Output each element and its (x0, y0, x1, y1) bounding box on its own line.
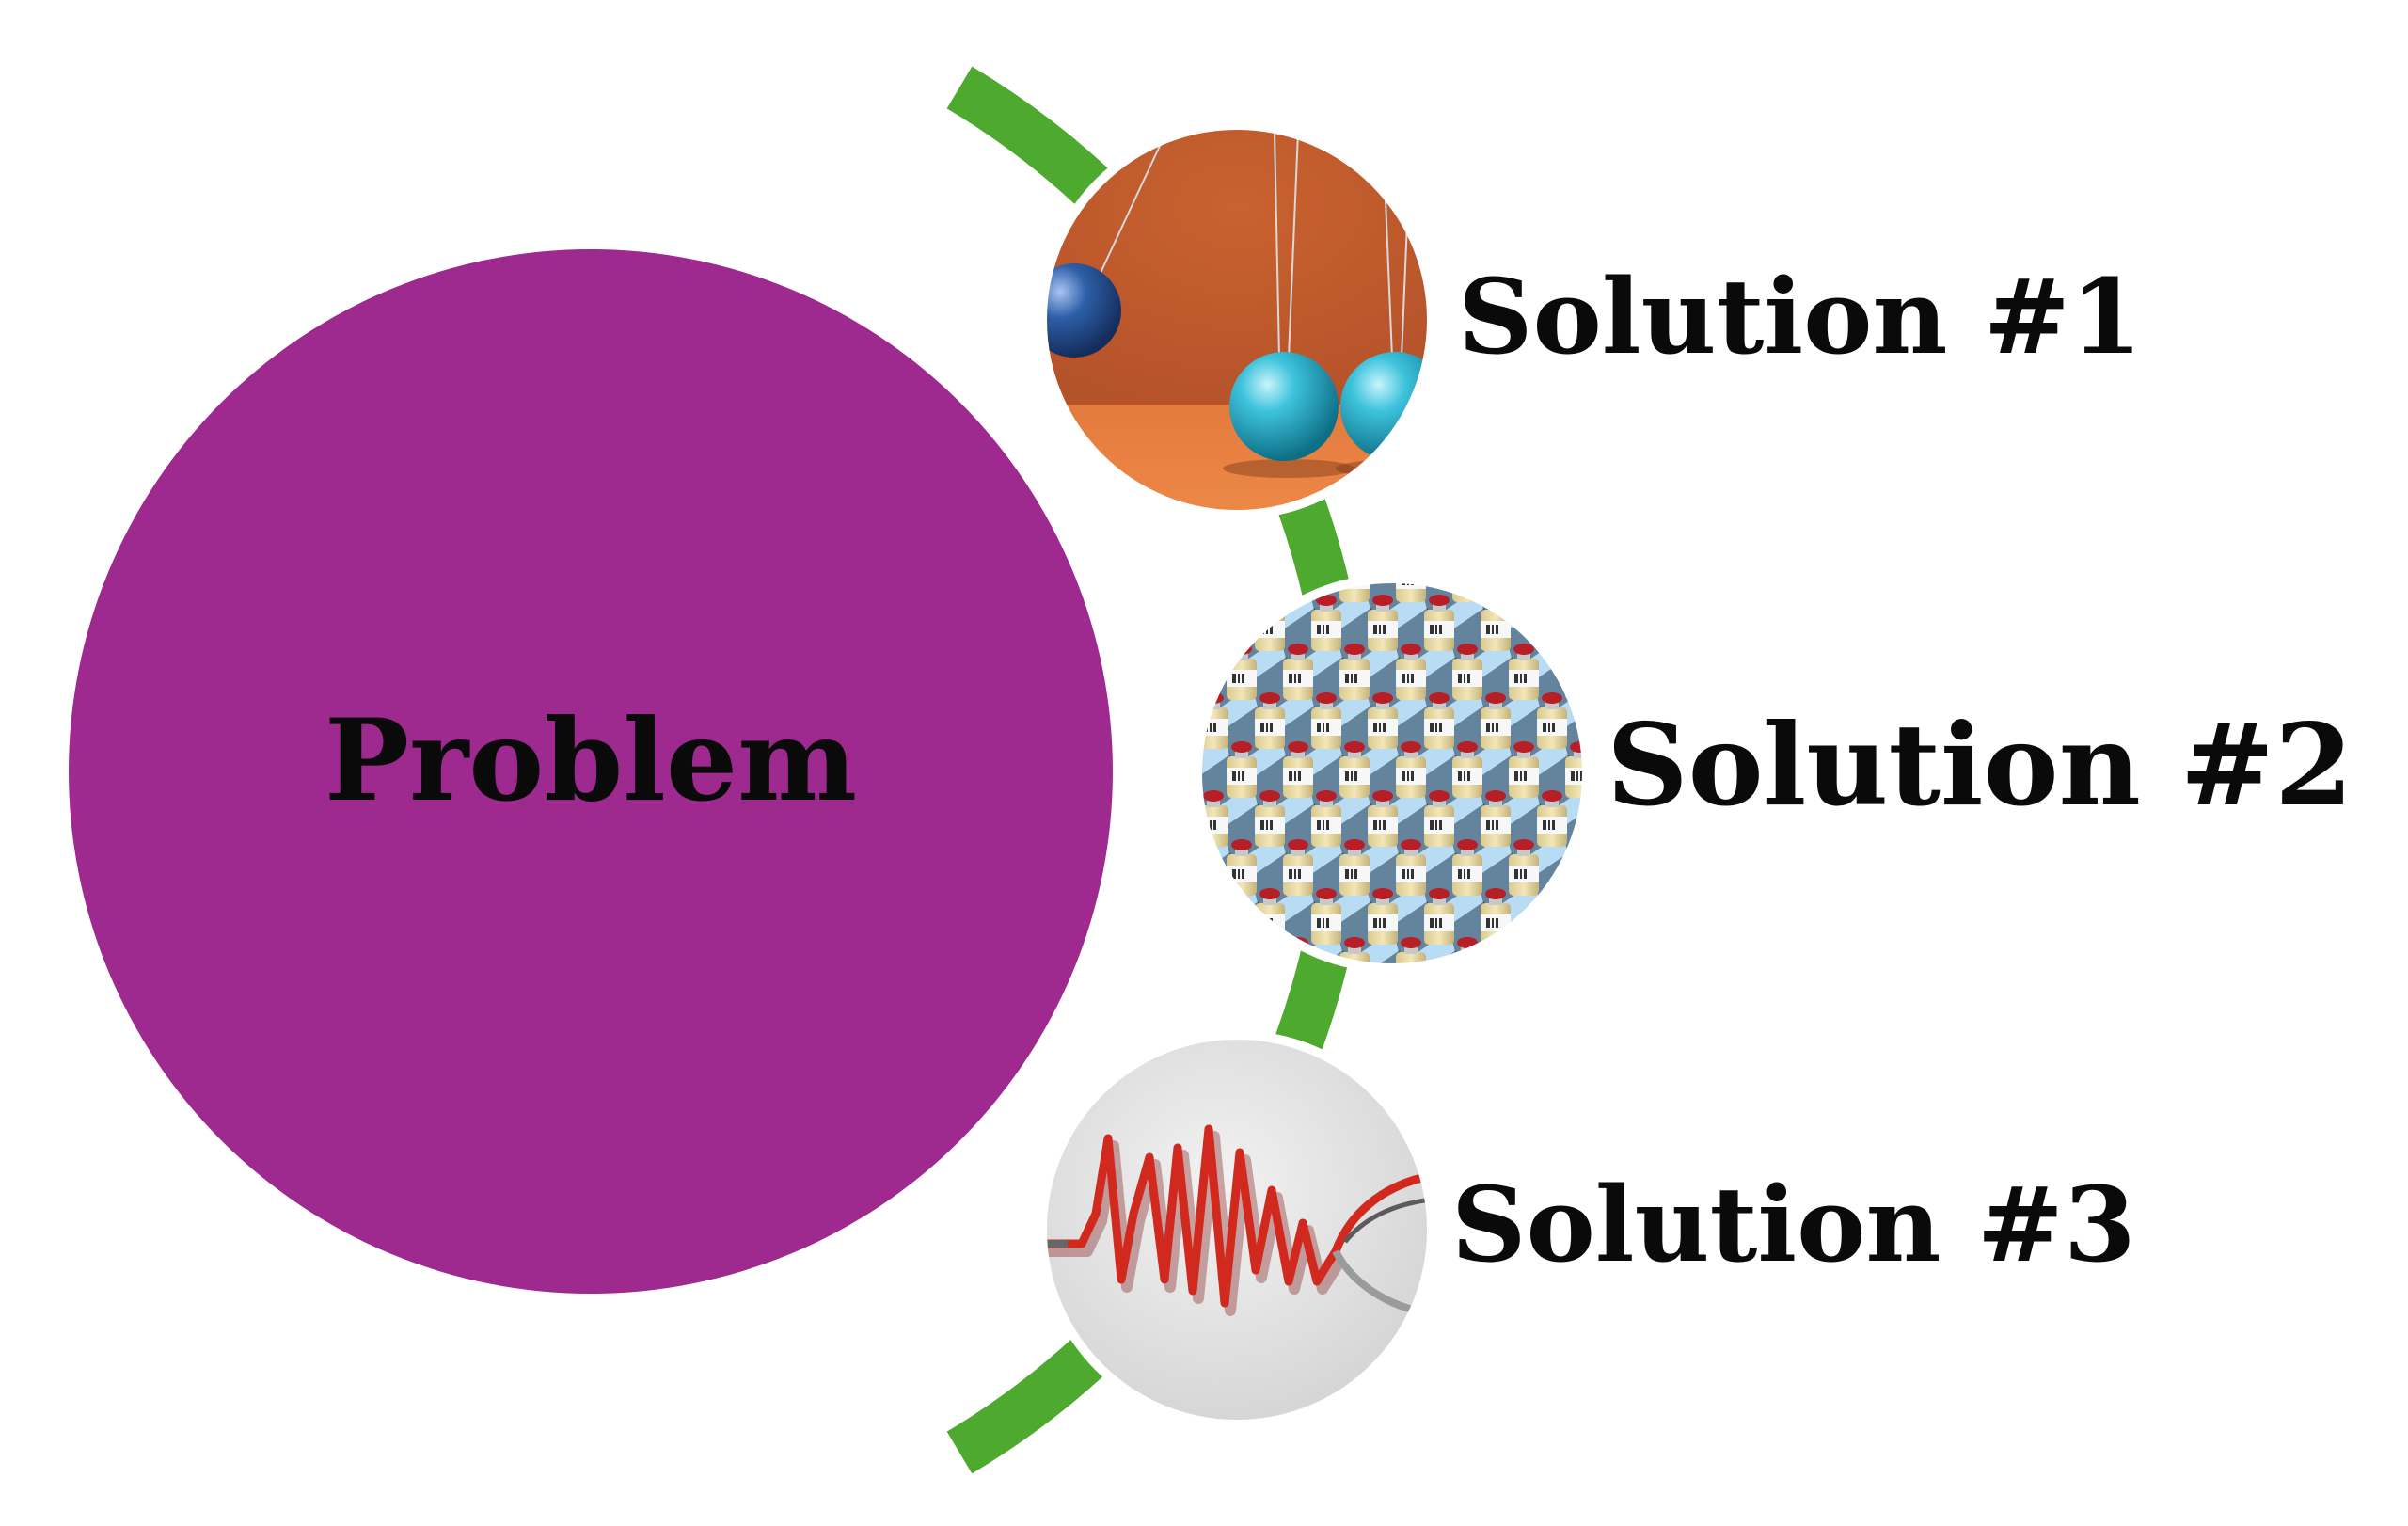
solution-3-node (1038, 1030, 1436, 1429)
vial (1565, 741, 1585, 798)
vial (1396, 839, 1465, 914)
vial (1509, 644, 1578, 719)
solution-1-label: Solution #1 (1458, 256, 2143, 377)
problem-label: Problem (325, 694, 857, 827)
solution-2-node (1193, 574, 1663, 973)
vial (1565, 937, 1585, 966)
vial (1227, 937, 1296, 966)
vial (1424, 692, 1494, 768)
solution-2-label: Solution #2 (1607, 699, 2353, 832)
vial (1283, 741, 1353, 817)
stethoscope-heartbeat-image (1044, 1037, 1430, 1423)
vial (1509, 937, 1578, 966)
vial (1593, 888, 1663, 963)
vial (1565, 580, 1585, 602)
vaccine-vials-image (1199, 580, 1663, 966)
vial (1199, 950, 1240, 966)
vial (1593, 595, 1663, 670)
vial (1452, 839, 1522, 914)
vial (1537, 888, 1585, 963)
vial (1509, 580, 1578, 621)
vial (1199, 580, 1240, 621)
problem-circle (69, 249, 1113, 1294)
solution-3-label: Solution #3 (1451, 1164, 2136, 1285)
